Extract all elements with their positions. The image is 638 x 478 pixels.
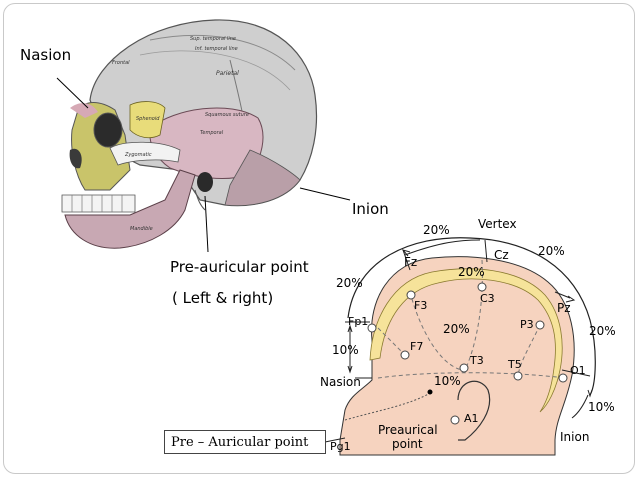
bone-label-mandible: Mandible <box>130 226 153 232</box>
electrode-o1 <box>558 373 568 383</box>
nasion-label: Nasion <box>20 46 72 64</box>
electrode-f3 <box>406 290 416 300</box>
inion-label: Inion <box>352 200 389 218</box>
pct-10-left: 10% <box>332 343 359 357</box>
ear <box>457 380 491 441</box>
preauricular-label: Pre-auricular point <box>170 258 309 276</box>
bone-label-inf-temporal-line: Inf. temporal line <box>195 46 238 52</box>
electrode-label-fz: Fz <box>404 255 418 269</box>
bone-label-frontal: Frontal <box>112 60 130 66</box>
preaurical-label-2: point <box>392 437 423 451</box>
pct-20-inner-mid: 20% <box>443 322 470 336</box>
electrode-label-t5: T5 <box>508 358 522 371</box>
electrode-t5 <box>513 371 523 381</box>
electrode-a1 <box>450 415 460 425</box>
electrode-label-pz: Pz <box>557 301 571 315</box>
bone-label-sphenoid: Sphenoid <box>136 116 160 122</box>
vertex-label: Vertex <box>478 217 517 231</box>
pct-10-right: 10% <box>588 400 615 414</box>
bone-label-squamous: Squamous suture <box>205 112 249 118</box>
head-inion-label: Inion <box>560 430 590 444</box>
electrode-label-t3: T3 <box>470 354 484 367</box>
electrode-label-f7: F7 <box>410 340 424 353</box>
skull-illustration <box>56 19 351 253</box>
bone-label-parietal: Parietal <box>216 70 239 77</box>
brain-band <box>369 268 563 413</box>
bone-label-sup-temporal-line: Sup. temporal line <box>190 36 236 42</box>
pct-20-left: 20% <box>336 276 363 290</box>
sphenoid-bone <box>129 101 166 139</box>
pct-20-right: 20% <box>538 244 565 258</box>
electrode-label-o1: O1 <box>570 364 586 377</box>
bone-label-zygomatic: Zygomatic <box>125 152 152 158</box>
mandible <box>64 169 196 249</box>
left-right-label: ( Left & right) <box>172 289 274 307</box>
pre-auricular-point-box: Pre – Auricular point <box>164 430 326 454</box>
head-nasion-label: Nasion <box>320 375 361 389</box>
pct-20-top: 20% <box>423 223 450 237</box>
electrode-f7 <box>400 350 410 360</box>
pct-20-far-right: 20% <box>589 324 616 338</box>
electrode-label-cz: Cz <box>494 248 509 262</box>
electrodes <box>367 282 568 425</box>
preaurical-label-1: Preaurical <box>378 423 438 437</box>
electrode-label-pg1: Pg1 <box>330 440 351 453</box>
electrode-label-f3: F3 <box>414 299 428 312</box>
electrode-label-p3: P3 <box>520 318 534 331</box>
bone-label-temporal: Temporal <box>200 130 224 136</box>
electrode-label-fp1: Fp1 <box>348 315 369 328</box>
electrode-label-c3: C3 <box>480 292 495 305</box>
zygomatic-bone <box>109 141 181 166</box>
dashed-midline <box>377 372 566 379</box>
pct-20-inner-top: 20% <box>458 265 485 279</box>
upper-teeth <box>61 194 136 213</box>
electrode-p3 <box>535 320 545 330</box>
electrode-c3 <box>477 282 487 292</box>
head-diagram <box>324 237 596 456</box>
electrode-label-a1: A1 <box>464 412 479 425</box>
pct-10-mid: 10% <box>434 374 461 388</box>
electrode-t3 <box>459 363 469 373</box>
outer-arc <box>347 237 596 396</box>
electrode-fp1 <box>367 323 377 333</box>
